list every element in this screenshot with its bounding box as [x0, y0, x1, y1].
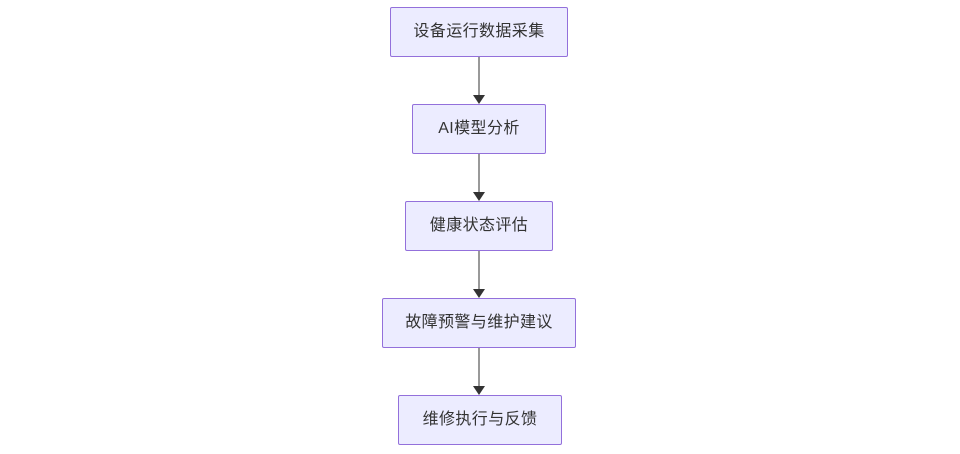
flow-node-label: 维修执行与反馈: [422, 411, 538, 428]
edge-node1-to-node2: [473, 57, 485, 104]
flow-node-data-collection[interactable]: 设备运行数据采集: [390, 7, 568, 57]
flow-node-fault-warning-maintenance-advice[interactable]: 故障预警与维护建议: [382, 298, 576, 348]
flow-node-health-assessment[interactable]: 健康状态评估: [405, 201, 553, 251]
flow-node-label: 故障预警与维护建议: [405, 314, 553, 331]
edge-node2-to-node3: [473, 154, 485, 201]
flow-node-label: 健康状态评估: [429, 217, 529, 234]
flow-node-repair-execution-feedback[interactable]: 维修执行与反馈: [398, 395, 562, 445]
flow-node-ai-model-analysis[interactable]: AI模型分析: [412, 104, 546, 154]
edge-node3-to-node4: [473, 251, 485, 298]
flow-node-label: 设备运行数据采集: [413, 23, 545, 40]
flow-node-label: AI模型分析: [438, 120, 520, 137]
edge-node4-to-node5: [473, 348, 485, 395]
